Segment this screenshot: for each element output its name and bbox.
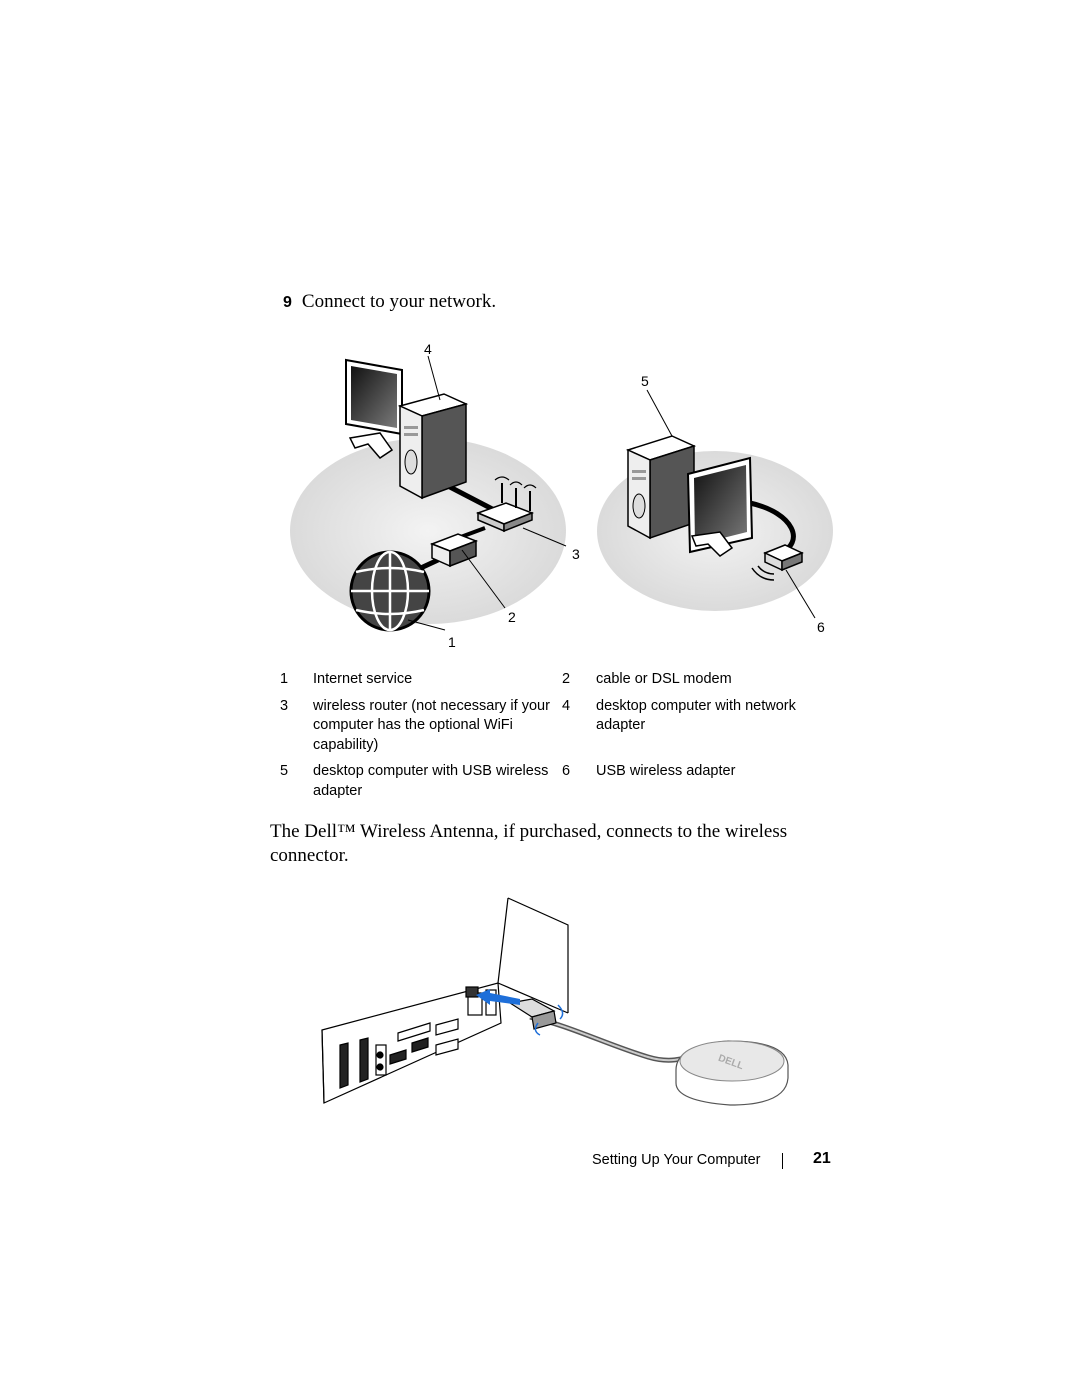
callout-6: 6 <box>817 619 825 635</box>
step-text: Connect to your network. <box>301 291 497 312</box>
callout-2: 2 <box>508 609 516 625</box>
callout-3: 3 <box>572 546 580 562</box>
footer-separator <box>782 1153 783 1169</box>
dell-wireless-antenna-icon: DELL <box>675 1040 789 1106</box>
legend-label: desktop computer with network adapter <box>596 697 796 734</box>
legend-table: 1 Internet service 2 cable or DSL modem … <box>278 670 838 808</box>
legend-label: USB wireless adapter <box>596 763 736 779</box>
legend-number: 6 <box>562 763 571 779</box>
callout-1: 1 <box>448 634 456 650</box>
rotate-arrow-icon <box>534 1022 541 1036</box>
desktop-computer-network-adapter-icon <box>397 393 469 500</box>
legend-number: 5 <box>280 763 289 779</box>
internet-globe-icon <box>349 550 431 632</box>
callout-5: 5 <box>641 373 649 389</box>
computer-chassis-back-panel <box>321 897 569 1104</box>
legend-label: wireless router (not necessary if your c… <box>313 697 550 753</box>
callout-leader-lines <box>407 355 816 631</box>
antenna-connector <box>508 998 557 1030</box>
antenna-connection-diagram: DELL <box>321 897 789 1106</box>
page-number: 21 <box>813 1150 831 1167</box>
legend-row: 3 wireless router (not necessary if your… <box>278 697 838 756</box>
legend-number: 3 <box>280 697 289 714</box>
footer-section-title: Setting Up Your Computer <box>592 1152 761 1168</box>
step-instruction: 9 Connect to your network. <box>283 291 496 313</box>
desktop-computer-usb-adapter-icon <box>625 435 697 540</box>
page-footer: Setting Up Your Computer 21 <box>0 1150 1080 1172</box>
wireless-router-icon <box>475 476 537 533</box>
legend-number: 1 <box>280 671 289 687</box>
legend-number: 2 <box>562 671 571 687</box>
desktop-monitor-icon <box>345 358 403 459</box>
legend-label: cable or DSL modem <box>596 671 732 687</box>
insertion-arrow-icon <box>476 989 520 1005</box>
legend-row: 5 desktop computer with USB wireless ada… <box>278 762 838 801</box>
callout-4: 4 <box>424 341 432 357</box>
legend-row: 1 Internet service 2 cable or DSL modem <box>278 670 838 690</box>
step-number: 9 <box>283 294 292 311</box>
legend-label: Internet service <box>313 671 413 687</box>
network-diagram: 1 2 3 4 5 6 <box>290 341 833 650</box>
cable-dsl-modem-icon <box>429 533 479 568</box>
usb-wireless-adapter-icon <box>751 544 804 581</box>
legend-label: desktop computer with USB wireless adapt… <box>313 763 549 799</box>
antenna-paragraph: The Dell™ Wireless Antenna, if purchased… <box>270 821 788 866</box>
legend-number: 4 <box>562 697 571 714</box>
desktop-monitor-right-icon <box>686 456 754 557</box>
